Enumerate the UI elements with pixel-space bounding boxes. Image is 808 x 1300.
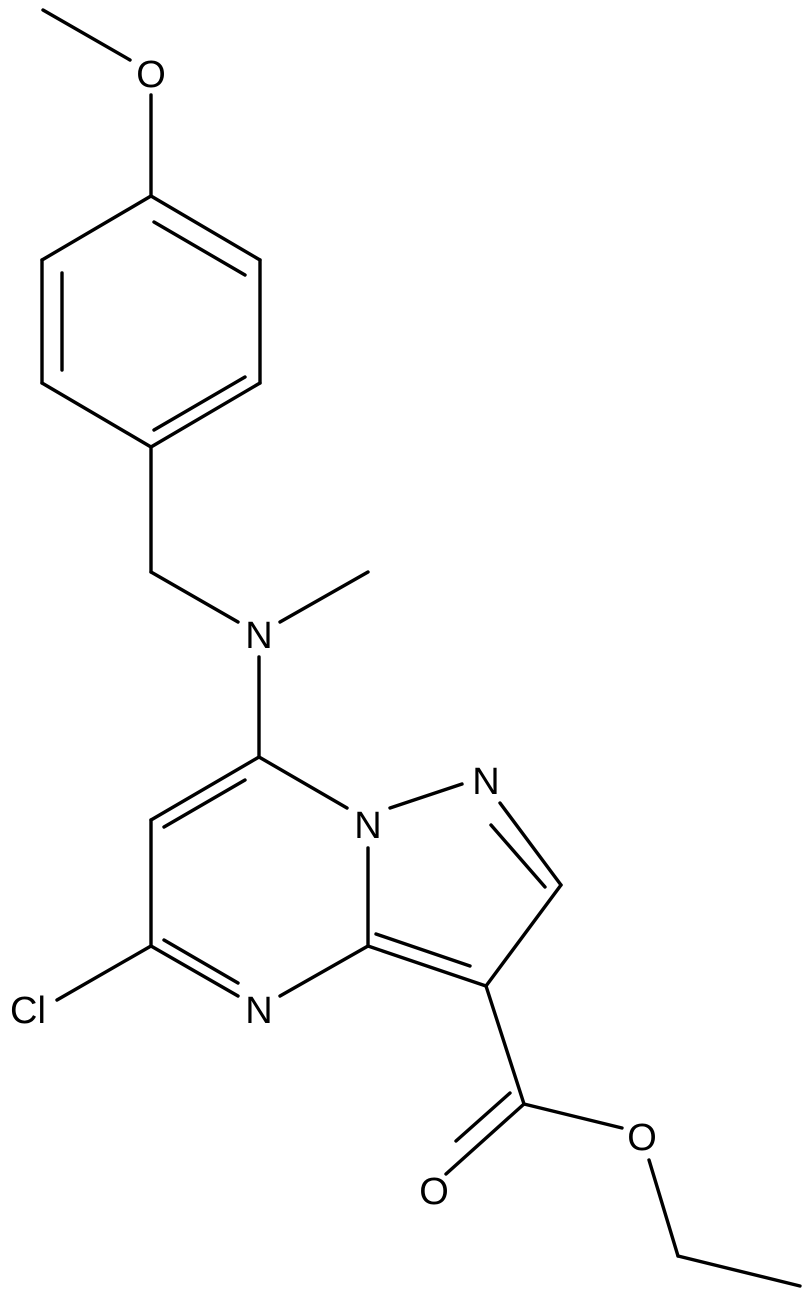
bond-n8-n1 [388, 782, 464, 810]
bond-n8-c7 [257, 755, 349, 810]
bond-c3-carbonyl-c [484, 984, 526, 1106]
bond-benzene-1 [149, 194, 262, 262]
bond-n1-c2-inner [489, 823, 547, 889]
atom-carbonyl-oxygen: O [419, 1171, 449, 1213]
bond-benzene-4 [40, 381, 153, 449]
bond-benzene-6 [40, 194, 153, 262]
bond-o-ch2 [647, 1158, 680, 1258]
bond-c5-cl [55, 944, 153, 1002]
bond-c7-c6-inner [162, 778, 247, 829]
atom-ester-oxygen: O [627, 1117, 657, 1159]
atom-pyrazole-nitrogen: N [472, 761, 499, 803]
bond-carbonyl-double-b [454, 1091, 512, 1143]
bond-c2-c3 [484, 883, 563, 988]
bond-n1-c2 [498, 801, 563, 887]
atom-chlorine: Cl [10, 990, 46, 1032]
bond-carbonyl-c-o [522, 1102, 624, 1130]
bond-benzene-3-inner [152, 375, 247, 432]
bond-ch2-n [149, 570, 240, 624]
bond-c3-c3a-inner [374, 932, 472, 968]
atom-amine-nitrogen: N [245, 615, 272, 657]
bond-ch2-ch3 [676, 1254, 802, 1288]
bond-c7-c6 [149, 755, 261, 822]
bond-benzene-1-inner [152, 220, 247, 277]
bond-carbonyl-double-a [444, 1102, 526, 1176]
bond-n4-c3a [278, 944, 370, 998]
bond-n-methyl [278, 570, 370, 624]
atom-methoxy-oxygen: O [136, 54, 166, 96]
bond-c5-n4 [149, 944, 240, 998]
atom-bridgehead-nitrogen: N [354, 805, 381, 847]
bond-methyl-methoxy-o [41, 8, 132, 62]
bond-c3-c3a [366, 944, 488, 988]
bond-benzene-3 [149, 381, 262, 449]
atom-pyrimidine-nitrogen: N [245, 990, 272, 1032]
bond-c5-n4-inner [162, 938, 240, 985]
